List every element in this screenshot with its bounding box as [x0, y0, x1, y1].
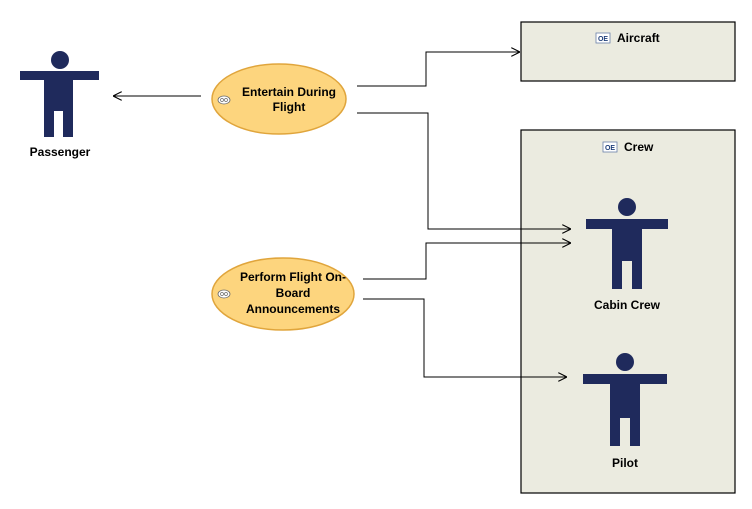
person-icon — [583, 353, 667, 446]
crew-block[interactable]: OE Crew — [520, 129, 736, 494]
use-case-icon — [217, 95, 231, 105]
actor-passenger[interactable]: Passenger — [20, 51, 99, 159]
person-icon — [20, 51, 99, 137]
actor-cabin-crew[interactable]: Cabin Crew — [586, 198, 668, 312]
use-case-announcements[interactable]: Perform Flight On- Board Announcements — [211, 257, 355, 331]
svg-text:OE: OE — [605, 145, 615, 152]
actor-label: Passenger — [30, 145, 91, 159]
link-entertain-cabin-crew — [357, 112, 571, 229]
aircraft-block[interactable]: OE Aircraft — [520, 21, 736, 82]
crew-title: Crew — [624, 140, 654, 154]
person-icon — [586, 198, 668, 289]
oe-badge-icon: OE — [595, 32, 611, 44]
actor-pilot[interactable]: Pilot — [583, 353, 667, 470]
use-case-label-line: Flight — [273, 100, 306, 114]
use-case-icon — [217, 289, 231, 299]
aircraft-title: Aircraft — [617, 31, 660, 45]
oe-badge-icon: OE — [602, 141, 618, 153]
use-case-label-line: Entertain During — [242, 85, 336, 99]
use-case-label-line: Announcements — [246, 302, 340, 316]
link-entertain-aircraft — [357, 52, 520, 87]
use-case-label-line: Perform Flight On- — [240, 270, 346, 284]
connectors — [113, 52, 571, 377]
use-case-label-line: Board — [276, 286, 311, 300]
link-announcements-cabin-crew — [363, 243, 571, 280]
actor-label: Cabin Crew — [594, 298, 661, 312]
link-announcements-pilot — [363, 298, 567, 377]
svg-text:OE: OE — [598, 36, 608, 43]
actor-label: Pilot — [612, 456, 638, 470]
use-case-entertain[interactable]: Entertain During Flight — [211, 63, 347, 135]
